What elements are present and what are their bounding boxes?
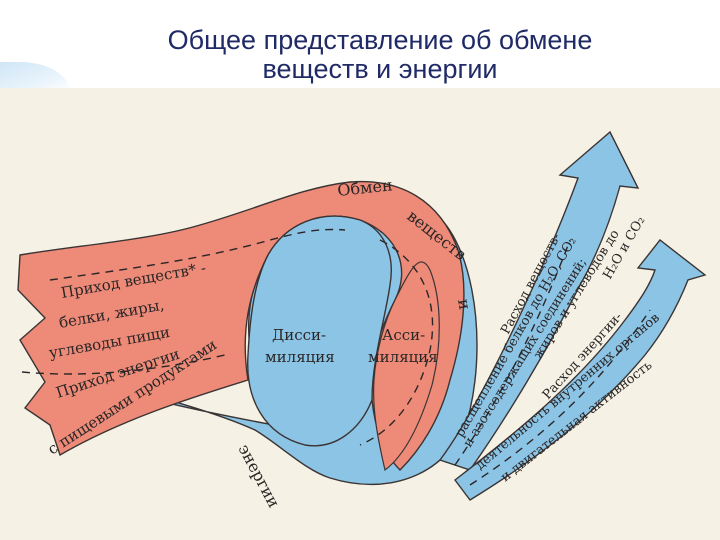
label-dissimilation-1: Дисси- (272, 326, 326, 344)
label-energii: энергии (234, 441, 283, 511)
dashed-line-red-mid (21, 354, 226, 375)
assimilation-lobe (373, 261, 440, 472)
dissimilation-lobe (247, 215, 392, 447)
label-dissimilation-2: миляция (265, 348, 335, 366)
outgoing-arrow-energy (454, 239, 707, 501)
label-assimilation-1: Асси- (382, 326, 425, 344)
slide-title-line-1: Общее представление об обмене (167, 25, 593, 55)
slide-title-line-2: веществ и энергии (262, 54, 498, 84)
dashed-line-arrow-lower (469, 309, 651, 486)
label-i: и (454, 297, 475, 311)
label-assimilation-2: миляция (368, 348, 438, 366)
dashed-line-red-top (49, 228, 346, 281)
dashed-line-arrow-upper (454, 239, 571, 466)
slide-title: Общее представление об обмене веществ и … (60, 26, 700, 84)
outgoing-arrow-matter (438, 130, 640, 471)
dashed-line-loop (359, 239, 434, 446)
